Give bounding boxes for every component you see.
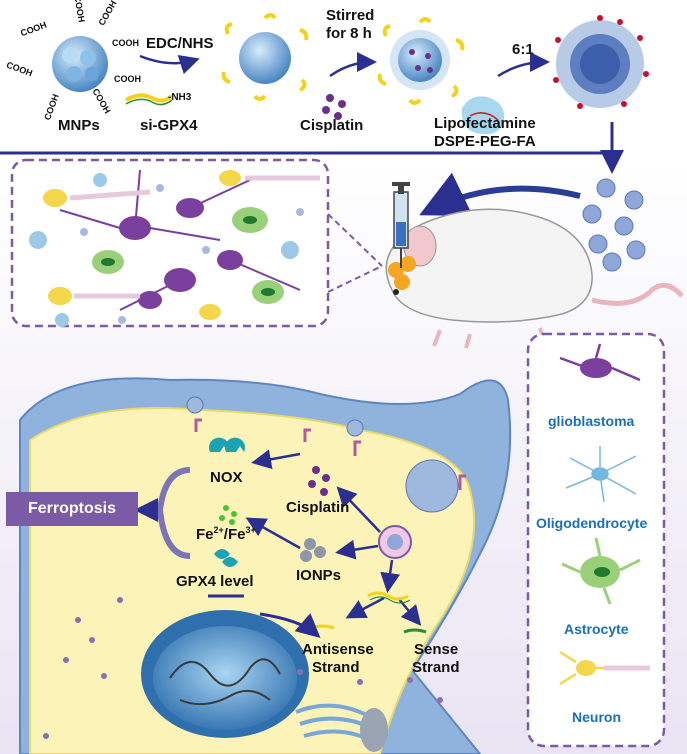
antisense-label: Antisense [302, 641, 374, 658]
pathway-arrows [245, 449, 422, 626]
si-gpx4-label: si-GPX4 [140, 117, 198, 134]
ratio-arrow [497, 52, 550, 78]
lipofectamine-blob [461, 96, 505, 135]
mnps-particle [52, 36, 108, 92]
sigpx4-strand [125, 93, 174, 106]
ratio-label: 6:1 [512, 41, 534, 58]
edc-nhs-label: EDC/NHS [146, 35, 214, 52]
cisplatin-label-top: Cisplatin [300, 117, 364, 134]
legend-neuron-icon [559, 650, 650, 686]
cell-cytoplasm [29, 407, 476, 754]
stirred-duration-label: for 8 h [326, 25, 372, 42]
nh3-label: -NH3 [168, 92, 192, 103]
endosome-particle [387, 534, 403, 550]
injection-arrow [419, 172, 581, 216]
nox-label: NOX [210, 469, 243, 486]
gpx4-icon [214, 549, 238, 567]
tissue-inset [10, 158, 330, 328]
ferroptosis-box: Ferroptosis [6, 492, 138, 526]
conjugated-particle [221, 13, 309, 101]
tissue-cells [29, 169, 320, 327]
legend-oligodendrocyte-icon [565, 446, 637, 503]
cisplatin-dots-top [322, 94, 346, 120]
sense-label: Sense [414, 641, 459, 658]
stir-arrow [329, 52, 377, 78]
edc-arrow [139, 54, 200, 75]
legend-oligodendrocyte-label: Oligodendrocyte [536, 515, 648, 531]
ionps-label: IONPs [296, 567, 342, 584]
zoom-lines [327, 213, 383, 293]
mitochondrion [360, 708, 388, 752]
nucleus [141, 610, 321, 738]
cisplatin-dots-cell [308, 466, 330, 496]
legend-glioblastoma-label: glioblastoma [548, 413, 635, 429]
lipofectamine-label: Lipofectamine [434, 115, 536, 132]
membrane-receptors [194, 418, 466, 490]
antisense-strand-label: Strand [312, 659, 360, 676]
cooh-label: COOH [112, 38, 139, 48]
cooh-label: COOH [114, 74, 141, 84]
legend-glioblastoma-icon [559, 343, 641, 382]
vesicles [43, 597, 443, 739]
fe-ions-icon [219, 505, 237, 525]
cisplatin-label-cell: Cisplatin [286, 499, 350, 516]
gpx4-level-label: GPX4 level [176, 573, 254, 590]
stirred-label: Stirred [326, 7, 375, 24]
membrane-particles [186, 396, 459, 513]
fe-label: Fe2+/Fe3+ [196, 525, 256, 543]
legend-neuron-label: Neuron [572, 709, 621, 725]
legend-astrocyte-label: Astrocyte [564, 621, 629, 637]
nox-icon [209, 437, 245, 452]
cisplatin-loaded-particle [377, 17, 465, 105]
mnps-label: MNPs [58, 117, 100, 134]
sense-strand-label: Strand [412, 659, 460, 676]
ionps-icon [300, 538, 326, 562]
syringe-icon [392, 182, 410, 268]
nanoparticle-cluster [582, 178, 646, 272]
dspe-peg-fa-label: DSPE-PEG-FA [434, 133, 536, 150]
legend-astrocyte-icon [561, 537, 641, 605]
final-nanoparticle [553, 15, 649, 109]
